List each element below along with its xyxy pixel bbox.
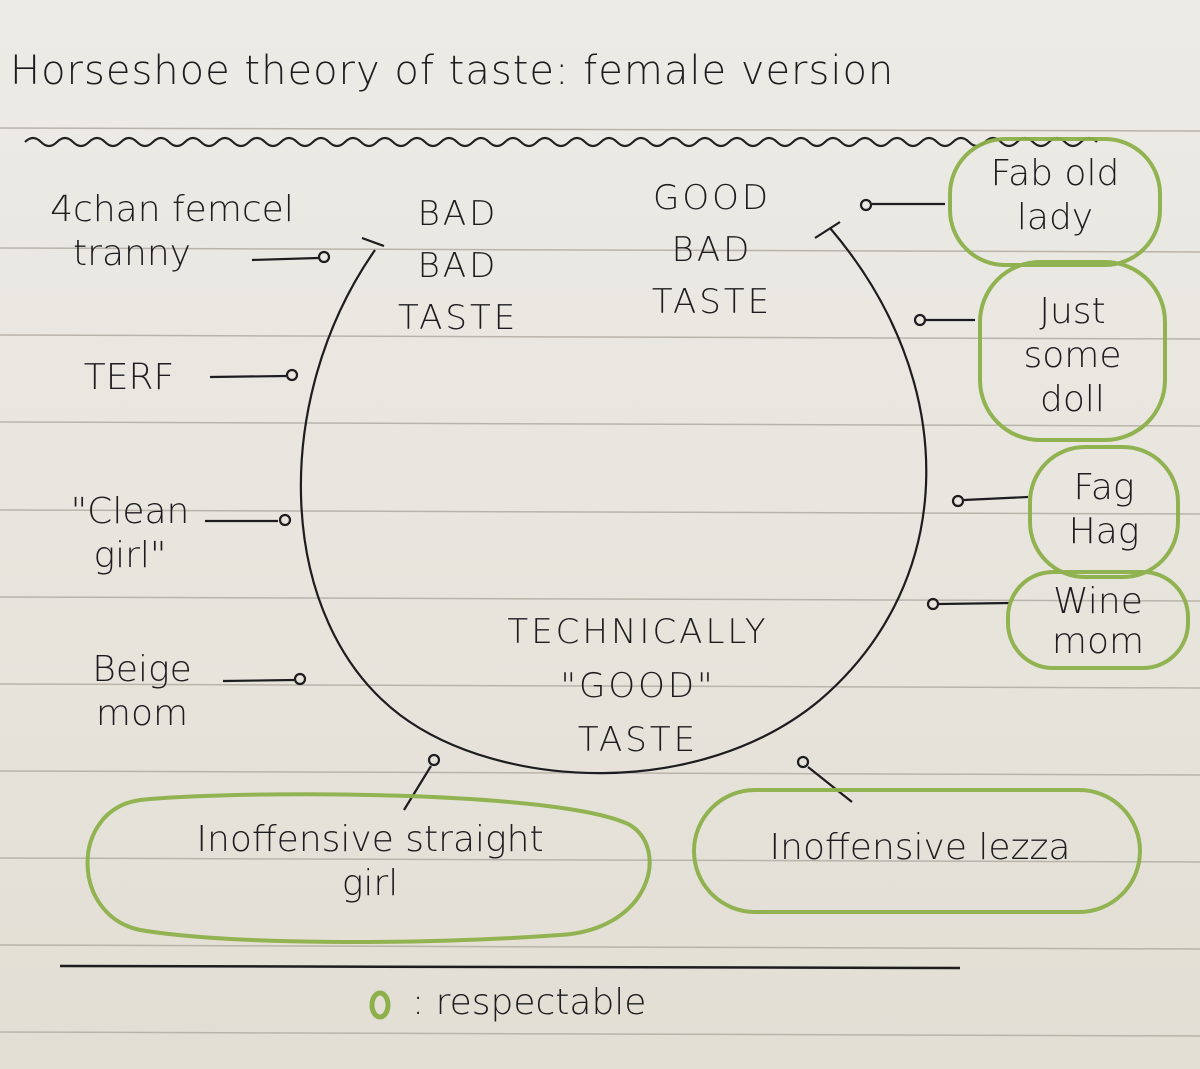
zone-line: TASTE [577,720,699,760]
connector-terf [209,374,287,379]
label-4chan-femcel-tranny: 4chan femcel tranny [22,188,322,276]
label-line: 4chan femcel [50,189,294,230]
label-line: doll [1040,379,1105,420]
label-inoffensive-lezza: Inoffensive lezza [769,827,1071,868]
highlight-lezza [692,788,1142,914]
label-just-some-doll: Just some doll [990,290,1155,422]
connector-dot-tranny [317,250,331,264]
connector-dot-fag-hag [951,494,965,508]
label-line: lady [1016,197,1094,238]
zone-line: BAD [417,246,499,286]
connector-dot-beige-mom [293,672,307,686]
horseshoe-curve [299,227,928,775]
connector-beige-mom [222,678,295,683]
zone-line: "GOOD" [560,666,716,706]
horseshoe-left-tick [361,236,385,248]
legend-divider [59,964,961,970]
zone-line: TECHNICALLY [507,612,769,652]
zone-line: BAD [671,230,753,270]
label-line: mom [95,693,189,734]
horseshoe-right-tick [814,221,841,239]
zone-line: TASTE [651,282,773,322]
connector-dot-just-some-doll [913,313,927,327]
label-fag-hag: Fag Hag [1036,466,1172,554]
label-terf: TERF [83,357,175,398]
label-line: Hag [1068,511,1140,552]
label-line: Wine [1053,581,1143,622]
zone-line: TASTE [398,298,519,338]
zone-bad-bad-taste: BAD BAD TASTE [398,188,518,344]
connector-straight-girl [403,765,432,811]
label-inoffensive-straight-girl: Inoffensive straight girl [140,818,600,906]
connector-dot-clean-girl [278,513,292,527]
label-beige-mom: Beige mom [72,648,212,736]
ruled-lines [0,127,1200,1037]
connector-dot-wine-mom [926,597,940,611]
label-line: girl [341,863,399,904]
connector-dot-lezza [796,755,810,769]
label-line: mom [1051,621,1145,662]
highlight-wine-mom [1006,570,1190,670]
label-line: some [1023,335,1122,376]
legend-green-circle-icon [369,990,391,1020]
label-line: girl" [93,535,167,576]
connector-dot-terf [285,368,299,382]
legend-text: : respectable [412,982,647,1023]
label-line: tranny [73,233,191,274]
connector-lezza [807,766,853,803]
highlight-fab-old-lady [948,137,1162,267]
highlight-straight-girl [85,792,652,944]
page-title: Horseshoe theory of taste: female versio… [10,48,895,94]
connector-dot-fab-old-lady [859,198,873,212]
zone-technically-good-taste: TECHNICALLY "GOOD" TASTE [478,605,798,767]
connector-tranny [251,256,319,262]
highlight-just-some-doll [978,260,1167,442]
title-underline [24,136,1098,148]
label-fab-old-lady: Fab old lady [960,152,1150,240]
highlight-fag-hag [1028,445,1180,579]
connector-fag-hag [963,495,1029,502]
label-line: "Clean [70,491,190,532]
label-line: Inoffensive straight [196,819,544,860]
connector-dot-straight-girl [427,753,441,767]
label-line: Beige [92,649,192,690]
zone-good-bad-taste: GOOD BAD TASTE [642,172,782,328]
zone-line: GOOD [652,178,772,218]
connector-wine-mom [938,601,1011,606]
zone-line: BAD [417,194,499,234]
label-clean-girl: "Clean girl" [50,490,210,578]
label-line: Fab old [990,153,1120,194]
label-line: Fag [1073,467,1135,508]
label-line: Just [1039,291,1106,332]
label-wine-mom: Wine mom [1018,582,1178,662]
